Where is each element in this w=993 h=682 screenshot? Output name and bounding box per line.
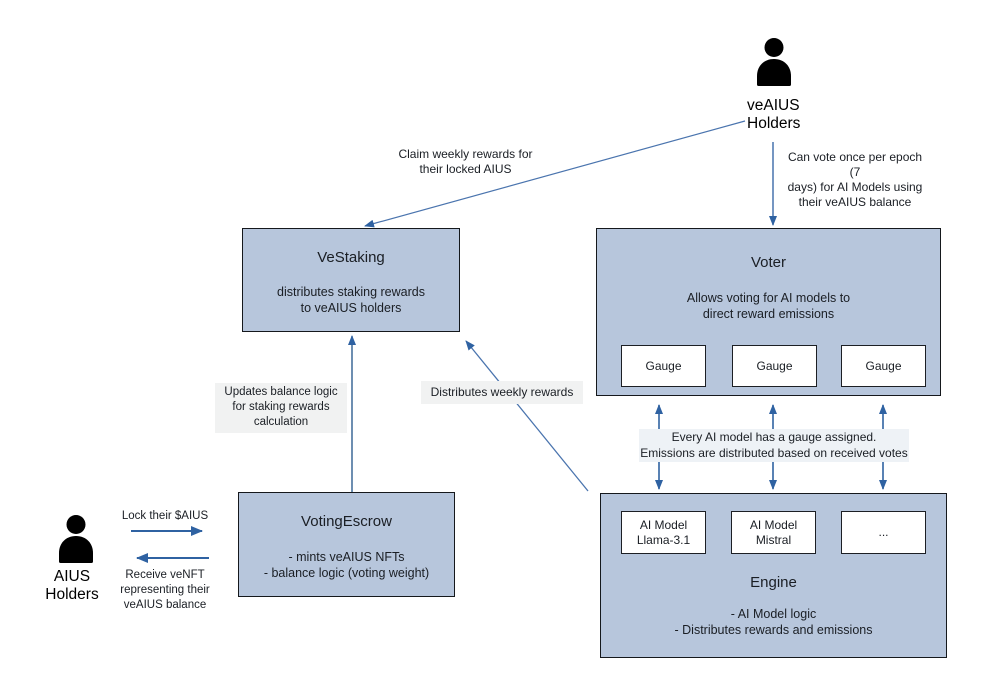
engine-box: AI Model Llama-3.1 AI Model Mistral ... … (600, 493, 947, 658)
person-icon (757, 38, 791, 86)
lock-aius-label: Lock their $AIUS (121, 510, 209, 522)
votingescrow-title: VotingEscrow (301, 513, 392, 530)
gauge-box-1: Gauge (621, 345, 706, 387)
voter-title: Voter (750, 254, 787, 271)
distributes-rewards-label: Distributes weekly rewards (421, 381, 583, 404)
gauge-box-2: Gauge (732, 345, 817, 387)
vestaking-box: VeStaking distributes staking rewards to… (242, 228, 460, 332)
aius-holders-actor (56, 513, 96, 565)
veaius-holders-label: veAIUS Holders (747, 97, 801, 132)
arrow-engine-to-vestaking (465, 340, 589, 492)
gauge-assignment-note: Every AI model has a gauge assigned. Emi… (639, 429, 909, 462)
claim-rewards-label: Claim weekly rewards for their locked AI… (398, 147, 533, 176)
ai-model-box-ellipsis: ... (841, 511, 926, 554)
ai-model-box-llama: AI Model Llama-3.1 (621, 511, 706, 554)
votingescrow-body: - mints veAIUS NFTs - balance logic (vot… (263, 550, 430, 580)
engine-body: - AI Model logic - Distributes rewards a… (674, 607, 873, 637)
veaius-holders-actor (754, 38, 794, 86)
person-icon (59, 515, 93, 563)
receive-venft-label: Receive veNFT representing their veAIUS … (120, 569, 210, 611)
ai-model-box-mistral: AI Model Mistral (731, 511, 816, 554)
engine-title: Engine (750, 574, 797, 591)
vestaking-title: VeStaking (317, 249, 385, 266)
vote-label: Can vote once per epoch (7 days) for AI … (787, 150, 923, 209)
votingescrow-box: VotingEscrow - mints veAIUS NFTs - balan… (238, 492, 455, 597)
voter-box: Voter Allows voting for AI models to dir… (596, 228, 941, 396)
voter-body: Allows voting for AI models to direct re… (686, 291, 851, 321)
vestaking-body: distributes staking rewards to veAIUS ho… (277, 285, 425, 315)
updates-balance-label: Updates balance logic for staking reward… (215, 383, 347, 433)
aius-holders-label: AIUS Holders (45, 568, 99, 603)
gauge-box-3: Gauge (841, 345, 926, 387)
